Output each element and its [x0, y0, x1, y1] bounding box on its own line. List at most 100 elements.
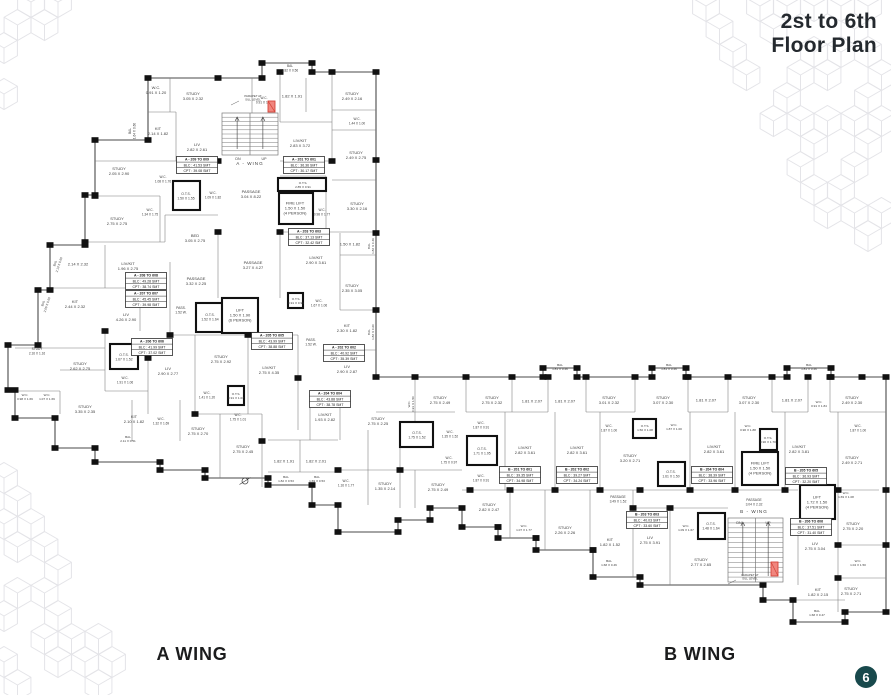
room-label: W.C.1.04 X 1.50 [850, 559, 866, 567]
room-label-line: 1.09 X 1.67 [678, 528, 694, 532]
room-label-line: 1.82 X 0.56 [282, 68, 299, 72]
room-label-line: W.C. [210, 191, 217, 195]
room-label-line: 1.75 X 0.97 [441, 460, 458, 464]
room-label-line: 1.48 X 1.64 [702, 526, 719, 530]
unit-tag-line: A - 208 TO 608 [134, 274, 158, 278]
room-label-line: STUDY [32, 347, 44, 351]
unit-tag-line: CPT : 38.88 SMT [259, 345, 287, 349]
room-label-line: (4 PERSON) [284, 211, 308, 216]
column-marker [582, 374, 590, 380]
column-marker [258, 60, 266, 66]
unit-tag-box [556, 466, 598, 484]
room-label: W.C.0.91 X 1.50 [407, 396, 415, 412]
room-label-line: STUDY [214, 354, 228, 359]
room-label-line: KIT [155, 126, 162, 131]
room-label-line: 2.06 X 0.60 [43, 296, 52, 313]
room-label-line: 1.69 X 0.53 [309, 479, 325, 483]
room-label-line: O.T.S. [292, 297, 301, 301]
cube-icon [3, 8, 32, 42]
room-label-line: LIV/KIT [570, 445, 584, 450]
room-label-line: STUDY [431, 482, 445, 487]
room-label-line: STUDY [350, 201, 364, 206]
title-line-1: 2st to 6th [780, 10, 877, 33]
column-marker [81, 192, 89, 198]
room-label-line: 2.14 X 2.32 [68, 261, 89, 266]
unit-tag-line: BLC : 38.39 SMT [699, 473, 727, 477]
room-label-line: 1.81 X 0.46 [552, 367, 568, 371]
room-label-line: 2.49 X 2.75 [346, 155, 367, 160]
room-label-line: 1.64 X 0.60 [132, 123, 136, 140]
cube-icon [30, 576, 59, 610]
unit-tag-line: BLC : 36.36 SMT [291, 163, 319, 167]
column-marker [308, 69, 316, 75]
room-label-line: STUDY [110, 216, 124, 221]
room-label-line: 3.04 X 8.22 [241, 194, 262, 199]
room-label: W.C.1.09 X 1.67 [678, 524, 694, 532]
cube-icon [30, 530, 59, 564]
room-label: W.C.1.16 X 1.77 [338, 479, 355, 487]
room-label-line: BAL [314, 475, 320, 479]
fire-marker-cross [267, 100, 276, 113]
room-label-line: 2.49 X 2.30 [842, 400, 863, 405]
column-marker [827, 365, 835, 371]
room-label-line: 2.82 X 3.61 [515, 450, 536, 455]
unit-tag-box [283, 156, 325, 174]
column-marker [144, 75, 152, 81]
column-marker [532, 535, 540, 541]
room-label-line: W.C. [147, 208, 154, 212]
column-marker [426, 505, 434, 511]
room-label-line: 1.82 X 1.91 [282, 93, 303, 98]
cube-icon [30, 622, 59, 656]
stair-dn-label: DN [736, 521, 742, 525]
column-marker [532, 547, 540, 553]
room-label-line: 2.62 X 2.75 [70, 366, 91, 371]
stair-wing-label: B - WING [740, 509, 768, 514]
room-label-line: 3.07 X 2.30 [653, 400, 674, 405]
unit-tag-line: BLC : 40.03 SMT [634, 518, 662, 522]
column-marker [46, 242, 54, 248]
page-number-badge: 6 [855, 666, 877, 688]
column-marker [396, 467, 404, 473]
room-label-line: O.T.S. [477, 447, 486, 451]
room-label: O.T.S.1.48 X 1.64 [702, 522, 719, 531]
cube-icon [98, 645, 126, 679]
room-label: 1.82 X 1.91 [282, 93, 303, 98]
room-label-line: 1.16 X 1.77 [338, 483, 355, 487]
room-label-line: 2.44 X 2.32 [65, 304, 86, 309]
room-label-line: 2.30 X 1.82 [337, 328, 358, 333]
wing-label-a: A WING [156, 644, 228, 664]
column-marker [144, 137, 152, 143]
unit-tag-line: CPT : 35.39 SMT [331, 357, 359, 361]
room-label: W.C.0.91 X 1.20 [146, 85, 167, 95]
shaft-box [631, 417, 658, 440]
cube-icon [692, 0, 720, 23]
unit-tag-line: CPT : 32.42 SMT [296, 241, 324, 245]
column-marker [494, 535, 502, 541]
cube-icon [705, 12, 734, 46]
room-label-line: 1.09 X 1.82 [205, 195, 222, 199]
room-label-line: O.T.S. [641, 424, 650, 428]
room-label-line: 1.96 X 2.75 [118, 266, 139, 271]
room-label-line: 3.20 X 2.71 [620, 458, 641, 463]
room-label-line: STUDY [112, 166, 126, 171]
room-label: W.C.1.69 X 1.08 [838, 491, 854, 499]
room-label-line: 1.82 X 0.53 [278, 479, 294, 483]
room-label-line: 1.50 X 1.55 [177, 196, 194, 200]
room-label-line: 2.85 X 0.91 [295, 185, 311, 189]
column-marker [508, 374, 516, 380]
unit-tag-box [288, 228, 330, 246]
cube-icon [3, 530, 32, 564]
room-label-line: 1.61 X 1.50 [662, 474, 679, 478]
fire-marker [770, 561, 779, 577]
column-marker [191, 411, 199, 417]
parapet-note-line: PARAPET AT [741, 573, 759, 577]
column-marker [841, 609, 849, 615]
column-marker [648, 374, 656, 380]
